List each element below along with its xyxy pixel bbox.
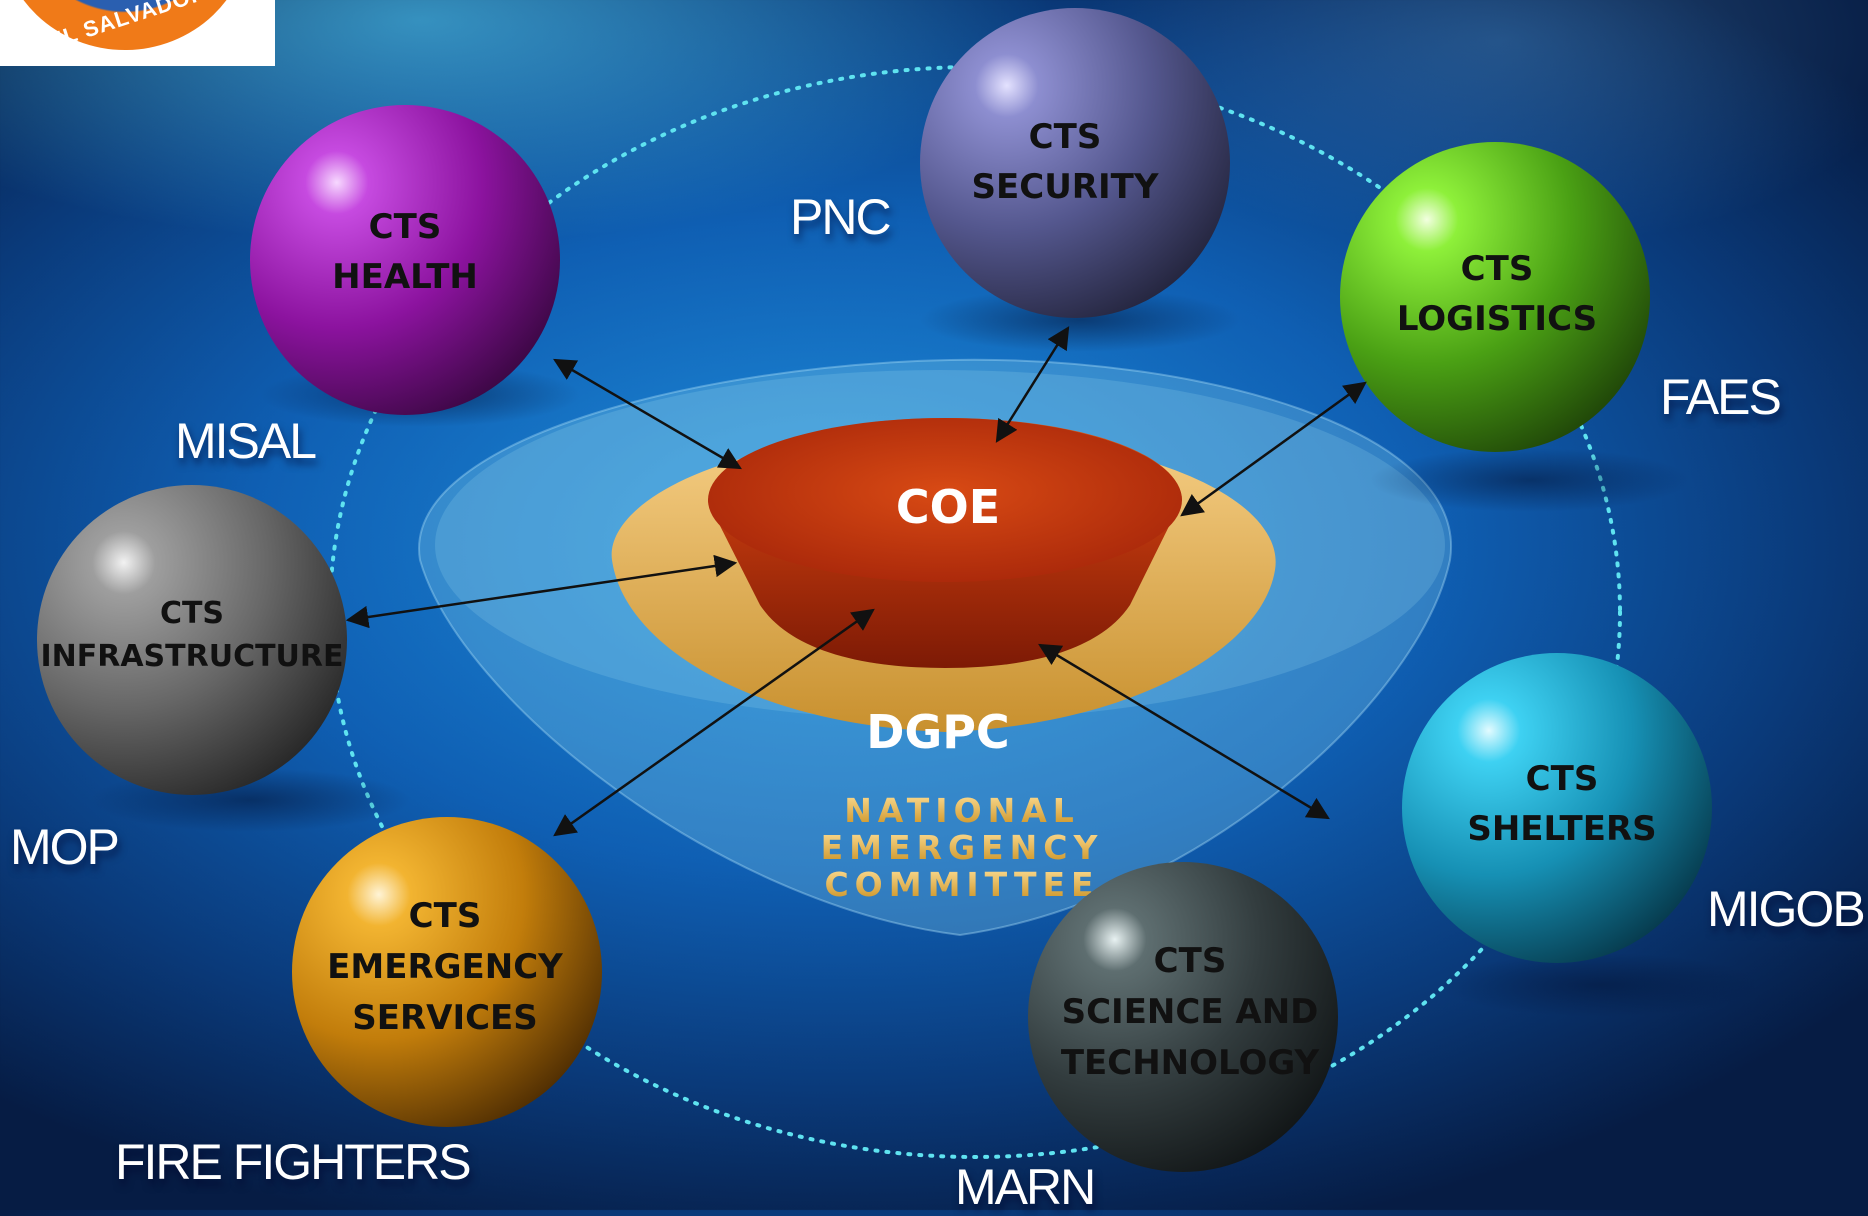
security-line-1: CTS (1029, 117, 1102, 157)
shelters-line-1: CTS (1526, 759, 1599, 799)
emergency-services-line-1: CTS (409, 896, 482, 936)
committee-line-1: NATIONAL (844, 791, 1080, 830)
label-fire-fighters: FIRE FIGHTERS (115, 1134, 472, 1190)
label-mop: MOP (10, 819, 120, 875)
infrastructure-line-1: CTS (160, 596, 224, 631)
science-technology-line-1: CTS (1154, 941, 1227, 981)
sphere-science-technology: CTS SCIENCE AND TECHNOLOGY (1028, 862, 1338, 1172)
coe-bowl-rim (708, 418, 1182, 582)
label-marn: MARN (955, 1159, 1096, 1215)
civil-protection-logo: EL SALVADOR (0, 0, 275, 66)
logistics-line-2: LOGISTICS (1397, 299, 1597, 339)
emergency-services-line-3: SERVICES (352, 998, 538, 1038)
arrow-logistics-coe (1180, 381, 1367, 517)
health-line-2: HEALTH (332, 257, 478, 297)
label-migob: MIGOB (1707, 881, 1866, 937)
sphere-health: CTS HEALTH (250, 105, 560, 415)
sphere-shelters: CTS SHELTERS (1402, 653, 1712, 963)
health-line-1: CTS (369, 207, 442, 247)
shelters-shadow (1440, 953, 1760, 1017)
sphere-logistics: CTS LOGISTICS (1340, 142, 1650, 452)
arrow-health-coe (553, 358, 742, 470)
label-faes: FAES (1660, 369, 1782, 425)
infrastructure-line-2: INFRASTRUCTURE (40, 639, 343, 674)
committee-line-3: COMMITTEE (824, 865, 1099, 904)
label-misal: MISAL (175, 413, 317, 469)
committee-line-2: EMERGENCY (821, 828, 1104, 867)
arrow-security-coe (995, 326, 1070, 443)
shelters-line-2: SHELTERS (1467, 809, 1656, 849)
sphere-emergency-services: CTS EMERGENCY SERVICES (292, 817, 602, 1127)
security-line-2: SECURITY (972, 167, 1159, 207)
arrow-infrastructure-coe (345, 554, 738, 629)
emergency-services-line-2: EMERGENCY (327, 947, 563, 987)
science-technology-line-3: TECHNOLOGY (1061, 1043, 1320, 1083)
coe-label: COE (896, 480, 1000, 534)
dgpc-label: DGPC (866, 705, 1009, 759)
sphere-security: CTS SECURITY (920, 8, 1230, 318)
logistics-line-1: CTS (1461, 249, 1534, 289)
logistics-shadow (1370, 448, 1690, 512)
label-pnc: PNC (790, 189, 892, 245)
arrow-emergency-services-coe (553, 608, 875, 837)
sphere-infrastructure: CTS INFRASTRUCTURE (37, 485, 347, 795)
science-technology-line-2: SCIENCE AND (1062, 992, 1319, 1032)
arrow-shelters-coe (1038, 643, 1330, 820)
